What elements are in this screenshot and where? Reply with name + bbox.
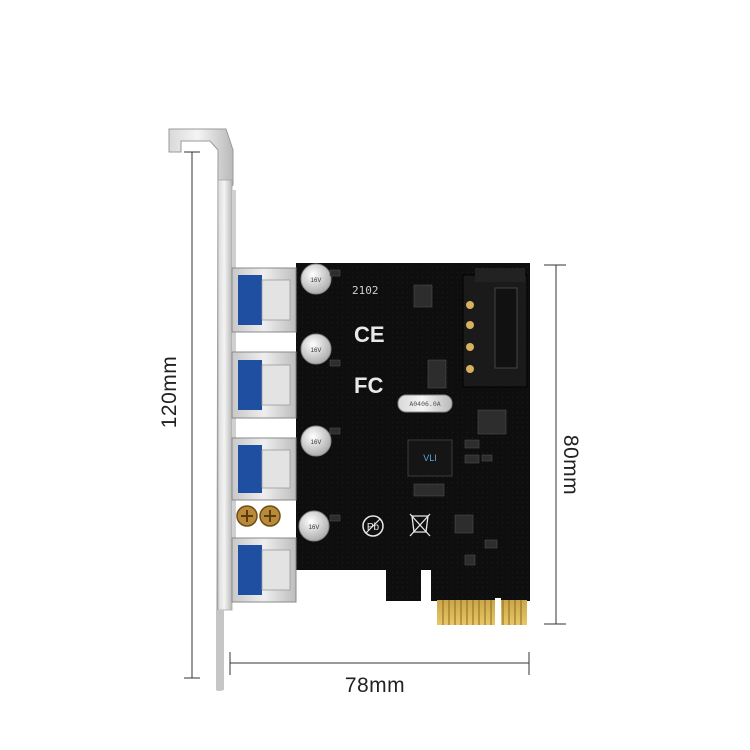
usb-port <box>231 537 297 603</box>
bracket-screws <box>236 505 281 527</box>
svg-text:16V: 16V <box>311 278 322 284</box>
capacitor: 16V <box>300 425 332 457</box>
width-dimension-label: 78mm <box>344 674 406 697</box>
gold-fingers <box>437 598 527 626</box>
crystal-oscillator: A0406.0A <box>397 394 453 413</box>
height-dimension-label: 120mm <box>158 355 181 429</box>
svg-text:Pb: Pb <box>367 522 380 533</box>
silkscreen: 2102 CE FC Pb <box>352 284 431 537</box>
usb-port <box>231 437 297 501</box>
depth-dimension-label: 80mm <box>559 434 582 496</box>
svg-text:16V: 16V <box>309 525 320 531</box>
capacitors: 16V 16V 16V 16V <box>298 263 332 542</box>
weee-mark <box>409 513 431 537</box>
capacitor: 16V <box>300 263 332 295</box>
usb-port <box>231 351 297 419</box>
svg-text:A0406.0A: A0406.0A <box>409 400 440 408</box>
svg-text:16V: 16V <box>311 348 322 354</box>
svg-text:VLI: VLI <box>423 453 437 463</box>
smd-components <box>329 269 507 566</box>
svg-text:16V: 16V <box>311 440 322 446</box>
usb-port <box>231 267 297 333</box>
pb-free-mark: Pb <box>362 515 384 537</box>
fc-mark: FC <box>354 373 383 398</box>
usb-ports <box>231 267 297 603</box>
capacitor: 16V <box>298 510 330 542</box>
dimension-lines <box>184 151 566 679</box>
ce-mark: CE <box>354 322 385 347</box>
controller-chip: VLI <box>407 439 453 477</box>
board-code: 2102 <box>352 284 379 297</box>
sata-power-connector <box>462 268 528 388</box>
capacitor: 16V <box>300 333 332 365</box>
